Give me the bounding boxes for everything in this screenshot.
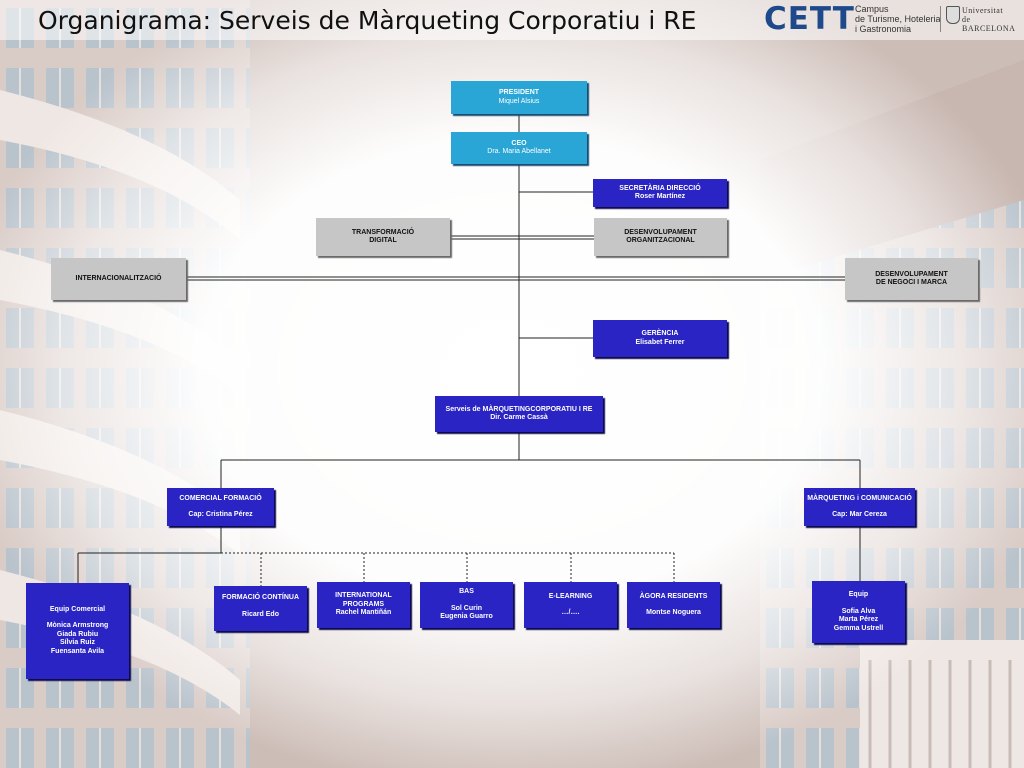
box-title: DESENVOLUPAMENT [875,270,948,278]
campus-logo-text: Campus de Turisme, Hoteleria i Gastronom… [855,4,941,34]
box-name: Dir. Carme Cassà [490,414,548,421]
university-line: Universitat [962,6,1004,15]
secretaria-direccio-box: SECRETÀRIA DIRECCIÓ Roser Martínez [593,179,727,207]
box-name: Cap: Mar Cereza [832,511,887,518]
university-seal-icon [946,6,960,24]
box-name: Elisabet Ferrer [635,338,685,346]
box-title: INTERNATIONAL [335,592,392,600]
serveis-marqueting-box: Serveis de MÀRQUETINGCORPORATIU I RE Dir… [435,396,603,432]
box-title: GERÈNCIA [641,330,679,337]
box-title: FORMACIÓ CONTÍNUA [222,594,299,601]
box-title: ÀGORA RESIDENTS [639,592,708,600]
team-member: Marta Pérez [838,616,879,623]
box-title: Equip Comercial [49,605,106,613]
logo-divider [940,6,941,32]
box-title: BAS [459,588,474,596]
desenvolupament-organitzacional-box: DESENVOLUPAMENT ORGANITZACIONAL [594,218,727,256]
box-name: Miquel Alsius [498,97,540,105]
box-title: Equip [848,591,869,598]
president-box: PRESIDENT Miquel Alsius [451,81,587,114]
box-title: PRESIDENT [498,89,540,96]
box-title: Serveis de MÀRQUETINGCORPORATIU I RE [445,405,593,413]
box-title: SECRETÀRIA DIRECCIÓ [619,184,701,192]
international-programs-box: INTERNATIONAL PROGRAMS Rachel Mantiñán [317,582,410,628]
equip-comercial-box: Equip Comercial Mònica Armstrong Giada R… [26,583,129,679]
comercial-formacio-box: COMERCIAL FORMACIÓ Cap: Cristina Pérez [167,488,274,526]
box-title: MÀRQUETING i COMUNICACIÓ [807,494,912,502]
box-title: DE NEGOCI I MARCA [875,279,948,286]
box-name: Eugenia Guarro [440,613,493,621]
box-name: Cap: Cristina Pérez [188,511,253,518]
box-title: DESENVOLUPAMENT [624,228,697,236]
box-title: TRANSFORMACIÓ [351,228,415,236]
elearning-box: E-LEARNING …/…. [524,582,617,628]
team-member: Gemma Ustrell [833,624,884,632]
desenvolupament-negoci-marca-box: DESENVOLUPAMENT DE NEGOCI I MARCA [845,258,978,300]
university-line: de BARCELONA [962,15,1016,33]
box-name: Dra. Maria Abellanet [487,148,551,155]
internacionalitzacio-box: INTERNACIONALITZACIÓ [51,258,186,300]
box-name: Ricard Edo [242,610,279,618]
box-title: PROGRAMS [342,600,385,608]
marqueting-comunicacio-box: MÀRQUETING i COMUNICACIÓ Cap: Mar Cereza [804,488,915,526]
box-name: Rachel Mantiñán [335,609,392,617]
box-name: …/…. [561,609,580,616]
equip-marqueting-box: Equip Sofia Alva Marta Pérez Gemma Ustre… [812,581,905,643]
agora-residents-box: ÀGORA RESIDENTS Montse Noguera [627,582,720,628]
bas-box: BAS Sol Curin Eugenia Guarro [420,582,513,628]
transformacio-digital-box: TRANSFORMACIÓ DIGITAL [316,218,450,256]
box-name: Montse Noguera [646,609,701,616]
campus-line: i Gastronomia [855,24,912,34]
box-title: CEO [511,139,527,147]
box-name: Sol Curin [450,604,483,612]
cett-logo: CETT [764,1,855,37]
team-member: Sofia Alva [841,607,876,615]
team-member: Mònica Armstrong [46,622,109,630]
team-member: Giada Rubiu [56,630,99,638]
formacio-continua-box: FORMACIÓ CONTÍNUA Ricard Edo [214,586,307,631]
box-title: ORGANITZACIONAL [626,237,695,244]
campus-line: Campus [855,4,889,14]
box-name: Roser Martínez [634,193,686,200]
team-member: Fuensanta Avila [50,647,105,655]
box-title: COMERCIAL FORMACIÓ [179,494,262,502]
university-logo-text: Universitat de BARCELONA [962,6,1024,33]
box-title: DIGITAL [369,237,397,244]
box-title: E-LEARNING [548,592,593,600]
gerencia-box: GERÈNCIA Elisabet Ferrer [593,320,727,357]
page-title: Organigrama: Serveis de Màrqueting Corpo… [38,6,697,35]
campus-line: de Turisme, Hoteleria [855,14,941,24]
box-title: INTERNACIONALITZACIÓ [75,274,162,282]
ceo-box: CEO Dra. Maria Abellanet [451,132,587,164]
team-member: Sílvia Ruiz [59,639,95,647]
